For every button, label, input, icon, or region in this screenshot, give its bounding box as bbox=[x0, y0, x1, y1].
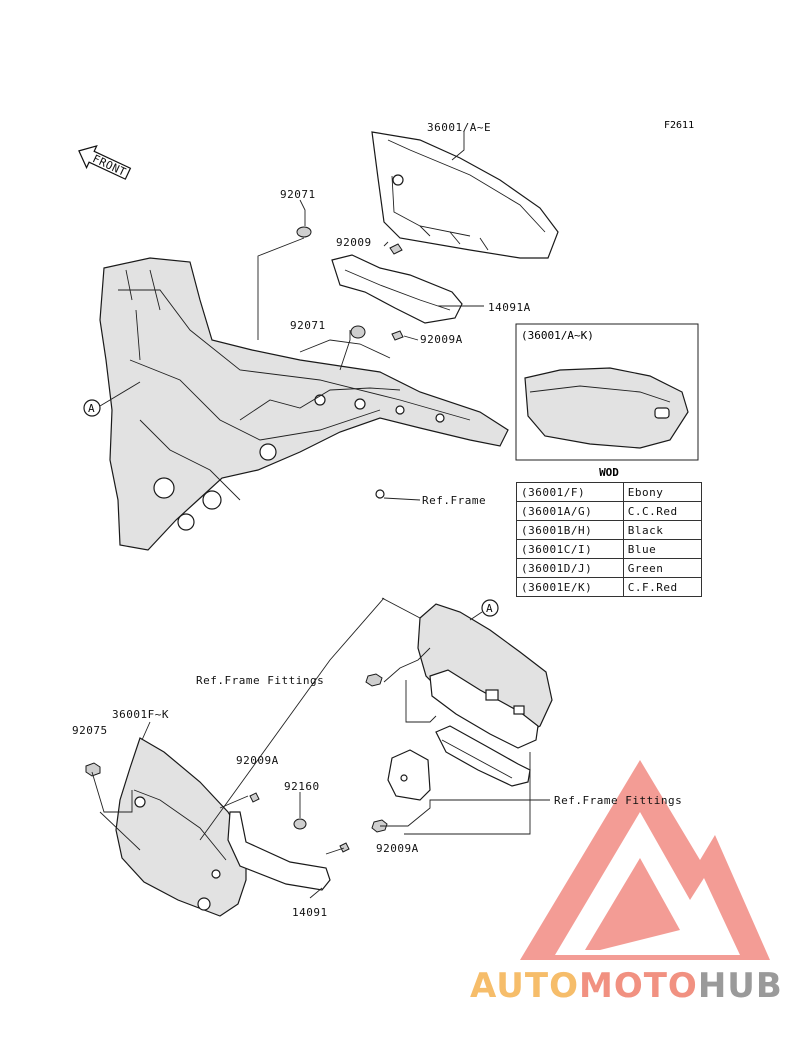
table-row: (36001A/G)C.C.Red bbox=[516, 501, 703, 521]
callout-ref-frame: Ref.Frame bbox=[422, 494, 486, 507]
wod-code: (36001D/J) bbox=[516, 558, 624, 578]
front-label: FRONT bbox=[90, 152, 128, 179]
wod-color: Black bbox=[622, 520, 703, 540]
callout-ref-frame-fittings-2: Ref.Frame Fittings bbox=[554, 794, 682, 807]
washer-92160 bbox=[293, 818, 307, 830]
marker-a-frame-label: A bbox=[88, 402, 95, 415]
table-row: (36001D/J)Green bbox=[516, 558, 703, 578]
wod-color: Blue bbox=[622, 539, 703, 559]
side-cover-lower bbox=[115, 737, 247, 917]
wod-code: (36001B/H) bbox=[516, 520, 624, 540]
wod-code: (36001C/I) bbox=[516, 539, 624, 559]
marker-a-box: A bbox=[469, 599, 499, 621]
watermark-part-moto: MOTO bbox=[578, 966, 698, 1006]
nut-92075 bbox=[85, 762, 101, 777]
callout-92009A-lower-2: 92009A bbox=[376, 842, 419, 855]
grommet-92071-mid bbox=[350, 325, 366, 339]
callout-36001F-K: 36001F~K bbox=[112, 708, 169, 721]
wod-color: C.C.Red bbox=[622, 501, 703, 521]
callout-92009A-mid: 92009A bbox=[420, 333, 463, 346]
side-cover-upper bbox=[371, 131, 559, 259]
inset-box bbox=[515, 323, 699, 461]
fitting-bolt-1 bbox=[365, 673, 383, 687]
callout-92071-top: 92071 bbox=[280, 188, 316, 201]
wod-code: (36001A/G) bbox=[516, 501, 624, 521]
inset-title: (36001/A~K) bbox=[521, 329, 594, 342]
wod-color: Green bbox=[622, 558, 703, 578]
callout-36001-A-E: 36001/A~E bbox=[427, 121, 491, 134]
watermark-part-auto: AUTO bbox=[470, 966, 579, 1006]
wod-color: Ebony bbox=[622, 482, 703, 502]
bracket-14091 bbox=[227, 811, 331, 891]
bolt-92009A-lower-1 bbox=[249, 792, 260, 803]
wod-code: (36001E/K) bbox=[516, 577, 624, 597]
table-row: (36001C/I)Blue bbox=[516, 539, 703, 559]
callout-92009-top: 92009 bbox=[336, 236, 372, 249]
wod-color-table: (36001/F)Ebony (36001A/G)C.C.Red (36001B… bbox=[516, 482, 703, 597]
wod-code: (36001/F) bbox=[516, 482, 624, 502]
bolt-92009A-mid bbox=[391, 330, 404, 341]
callout-14091A: 14091A bbox=[488, 301, 531, 314]
callout-92009A-lower-1: 92009A bbox=[236, 754, 279, 767]
watermark-text: AUTOMOTOHUB bbox=[470, 966, 792, 1006]
bolt-92009-top bbox=[389, 243, 403, 255]
callout-92160: 92160 bbox=[284, 780, 320, 793]
marker-a-frame: A bbox=[83, 381, 141, 417]
table-row: (36001E/K)C.F.Red bbox=[516, 577, 703, 597]
watermark-logo-icon bbox=[520, 760, 770, 960]
callout-92075: 92075 bbox=[72, 724, 108, 737]
callout-92071-mid: 92071 bbox=[290, 319, 326, 332]
figure-code: F2611 bbox=[664, 120, 695, 131]
grommet-92071-top bbox=[296, 226, 312, 238]
battery-box-assembly bbox=[387, 603, 553, 801]
table-row: (36001B/H)Black bbox=[516, 520, 703, 540]
wod-title: WOD bbox=[599, 466, 619, 479]
callout-ref-frame-fittings-1: Ref.Frame Fittings bbox=[196, 674, 324, 687]
fitting-bolt-2 bbox=[371, 819, 388, 833]
callout-14091: 14091 bbox=[292, 906, 328, 919]
wod-color: C.F.Red bbox=[622, 577, 703, 597]
motorcycle-frame bbox=[99, 257, 509, 551]
bracket-14091A bbox=[331, 254, 463, 324]
table-row: (36001/F)Ebony bbox=[516, 482, 703, 502]
watermark-part-hub: HUB bbox=[697, 966, 783, 1006]
bolt-92009A-lower-2 bbox=[339, 842, 350, 853]
leader-lines bbox=[91, 131, 550, 899]
front-direction-arrow-icon: FRONT bbox=[78, 144, 132, 180]
marker-a-box-label: A bbox=[486, 602, 493, 615]
